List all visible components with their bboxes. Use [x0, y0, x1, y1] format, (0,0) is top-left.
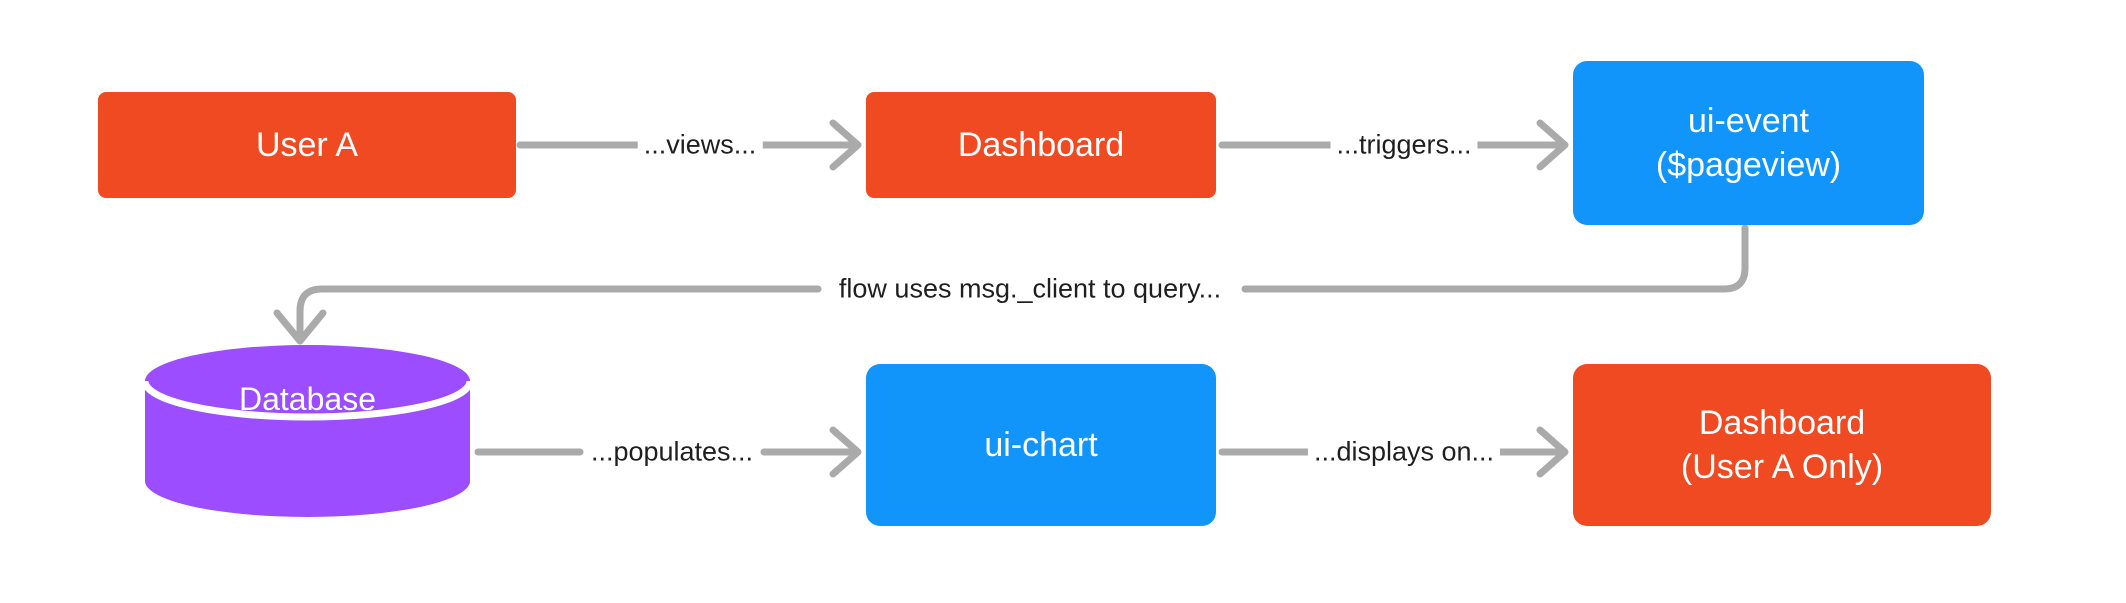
node-dashboard-bottom[interactable]: Dashboard (User A Only) — [1573, 364, 1991, 526]
node-dashboard-top-label: Dashboard — [957, 125, 1125, 164]
node-ui-event-label-line2: ($pageview) — [1655, 146, 1842, 184]
cylinder-top — [145, 345, 470, 417]
edge-curve-right — [1241, 224, 1749, 293]
node-dashboard-bottom-label-line2: (User A Only) — [1680, 448, 1884, 486]
arrowhead-icon — [829, 426, 862, 478]
node-database[interactable]: Database — [145, 345, 470, 517]
arrowhead-icon — [1536, 119, 1569, 171]
edge-label-views: ...views... — [637, 129, 763, 161]
edge-label-triggers: ...triggers... — [1330, 129, 1478, 161]
arrowhead-icon — [1536, 426, 1569, 478]
node-ui-event[interactable]: ui-event ($pageview) — [1573, 61, 1924, 225]
node-dashboard-bottom-label-line1: Dashboard — [1698, 403, 1866, 442]
edge-label-displays-on: ...displays on... — [1307, 436, 1501, 468]
node-ui-chart[interactable]: ui-chart — [866, 364, 1216, 526]
cylinder-rim-separator — [145, 380, 470, 421]
node-ui-chart-label: ui-chart — [984, 425, 1098, 464]
node-ui-event-label-line1: ui-event — [1688, 101, 1809, 140]
arrowhead-icon — [829, 119, 862, 171]
edge-label-populates: ...populates... — [584, 436, 760, 468]
database-cylinder-icon — [145, 345, 470, 517]
edge-label-flow-query: flow uses msg._client to query... — [832, 273, 1228, 305]
node-user-a-label: User A — [255, 125, 359, 164]
arrowhead-icon — [273, 309, 327, 345]
edge-curve-left — [296, 285, 822, 342]
node-database-label: Database — [239, 381, 376, 417]
node-user-a[interactable]: User A — [98, 92, 516, 198]
node-dashboard-top[interactable]: Dashboard — [866, 92, 1216, 198]
